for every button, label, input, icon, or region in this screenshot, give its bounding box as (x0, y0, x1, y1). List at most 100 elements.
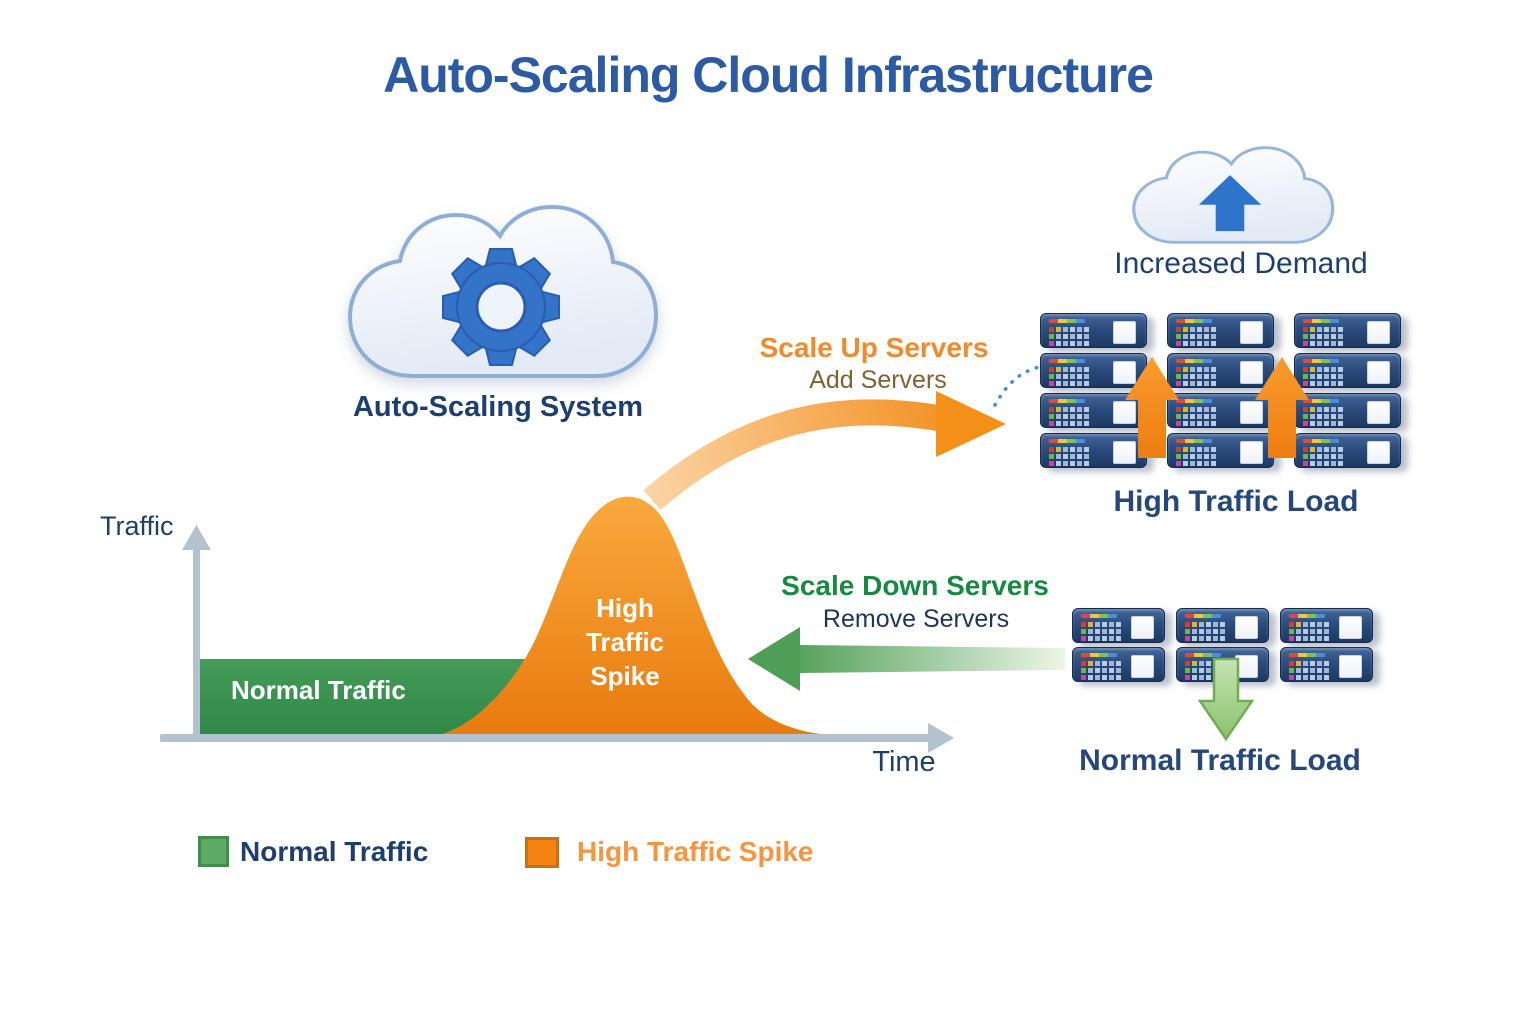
normal-traffic-load-label: Normal Traffic Load (1079, 744, 1361, 777)
led-panel (1185, 661, 1190, 666)
legend-label-high-traffic-spike: High Traffic Spike (577, 836, 814, 867)
server-icon (1040, 313, 1147, 348)
server-icon (1040, 433, 1147, 468)
drive-bay (1240, 361, 1263, 384)
led-panel (1176, 327, 1181, 332)
led-panel (1049, 407, 1054, 412)
led-panel (1081, 661, 1086, 666)
scale-down-arrow-icon (748, 627, 1065, 691)
led-panel (1049, 327, 1054, 332)
status-strip (1303, 319, 1339, 323)
server-icon (1294, 433, 1401, 468)
drive-bay (1131, 655, 1154, 678)
drive-bay (1240, 401, 1263, 424)
scale-down-title: Scale Down Servers (781, 570, 1049, 601)
increased-demand-label: Increased Demand (1114, 247, 1368, 280)
led-panel (1049, 367, 1054, 372)
high-traffic-server-grid (1040, 313, 1401, 468)
drive-bay (1113, 401, 1136, 424)
status-strip (1049, 319, 1085, 323)
server-icon (1072, 647, 1165, 682)
status-strip (1185, 653, 1221, 657)
drive-bay (1240, 321, 1263, 344)
led-panel (1176, 367, 1181, 372)
led-panel (1289, 661, 1294, 666)
status-strip (1176, 439, 1212, 443)
led-panel (1303, 327, 1308, 332)
status-strip (1049, 399, 1085, 403)
normal-traffic-area-label: Normal Traffic (231, 675, 406, 705)
scale-up-title: Scale Up Servers (759, 332, 989, 363)
drive-bay (1113, 441, 1136, 464)
drive-bay (1339, 655, 1362, 678)
traffic-spike-area (430, 496, 860, 737)
led-panel (1303, 447, 1308, 452)
status-strip (1289, 653, 1325, 657)
server-icon (1294, 393, 1401, 428)
server-icon (1072, 608, 1165, 643)
drive-bay (1367, 321, 1390, 344)
status-strip (1049, 439, 1085, 443)
status-strip (1176, 319, 1212, 323)
scale-down-indicator-arrow-icon (1197, 657, 1255, 742)
server-icon (1167, 433, 1274, 468)
page-title: Auto-Scaling Cloud Infrastructure (383, 47, 1154, 103)
server-icon (1167, 353, 1274, 388)
status-strip (1303, 439, 1339, 443)
scale-up-dotted-connector (993, 364, 1046, 407)
led-panel (1289, 622, 1294, 627)
status-strip (1289, 614, 1325, 618)
status-strip (1185, 614, 1221, 618)
led-panel (1185, 622, 1190, 627)
drive-bay (1339, 616, 1362, 639)
status-strip (1176, 399, 1212, 403)
led-panel (1303, 407, 1308, 412)
scale-up-indicator-arrow-icon (1125, 357, 1179, 458)
server-icon (1176, 608, 1269, 643)
drive-bay (1113, 321, 1136, 344)
server-icon (1294, 313, 1401, 348)
server-icon (1040, 353, 1147, 388)
demand-up-arrow-icon (1198, 175, 1262, 232)
normal-traffic-server-grid (1072, 608, 1373, 682)
legend-swatch-normal-traffic (198, 836, 229, 867)
demand-cloud-icon (1132, 146, 1335, 244)
legend-swatch-high-traffic-spike (525, 837, 559, 868)
drive-bay (1367, 401, 1390, 424)
drive-bay (1367, 441, 1390, 464)
gear-icon (442, 248, 560, 366)
drive-bay (1235, 616, 1258, 639)
server-icon (1280, 647, 1373, 682)
server-icon (1294, 353, 1401, 388)
x-axis-label: Time (872, 746, 936, 778)
status-strip (1081, 653, 1117, 657)
status-strip (1303, 399, 1339, 403)
server-icon (1167, 313, 1274, 348)
status-strip (1303, 359, 1339, 363)
scale-up-indicator-arrow-icon (1255, 357, 1309, 458)
led-panel (1176, 407, 1181, 412)
traffic-y-axis (182, 525, 211, 742)
led-panel (1049, 447, 1054, 452)
high-traffic-load-label: High Traffic Load (1113, 485, 1359, 518)
legend-label-normal-traffic: Normal Traffic (240, 836, 429, 867)
status-strip (1176, 359, 1212, 363)
drive-bay (1240, 441, 1263, 464)
led-panel (1081, 622, 1086, 627)
scale-up-subtitle: Add Servers (809, 366, 947, 394)
drive-bay (1367, 361, 1390, 384)
auto-scaling-system-label: Auto-Scaling System (352, 391, 644, 423)
drive-bay (1113, 361, 1136, 384)
scale-down-subtitle: Remove Servers (822, 605, 1010, 633)
status-strip (1049, 359, 1085, 363)
time-x-axis (160, 723, 954, 753)
led-panel (1176, 447, 1181, 452)
traffic-spike-label: High Traffic Spike (585, 593, 665, 691)
scale-up-arrow-icon (643, 391, 1006, 510)
server-icon (1280, 608, 1373, 643)
drive-bay (1131, 616, 1154, 639)
status-strip (1081, 614, 1117, 618)
